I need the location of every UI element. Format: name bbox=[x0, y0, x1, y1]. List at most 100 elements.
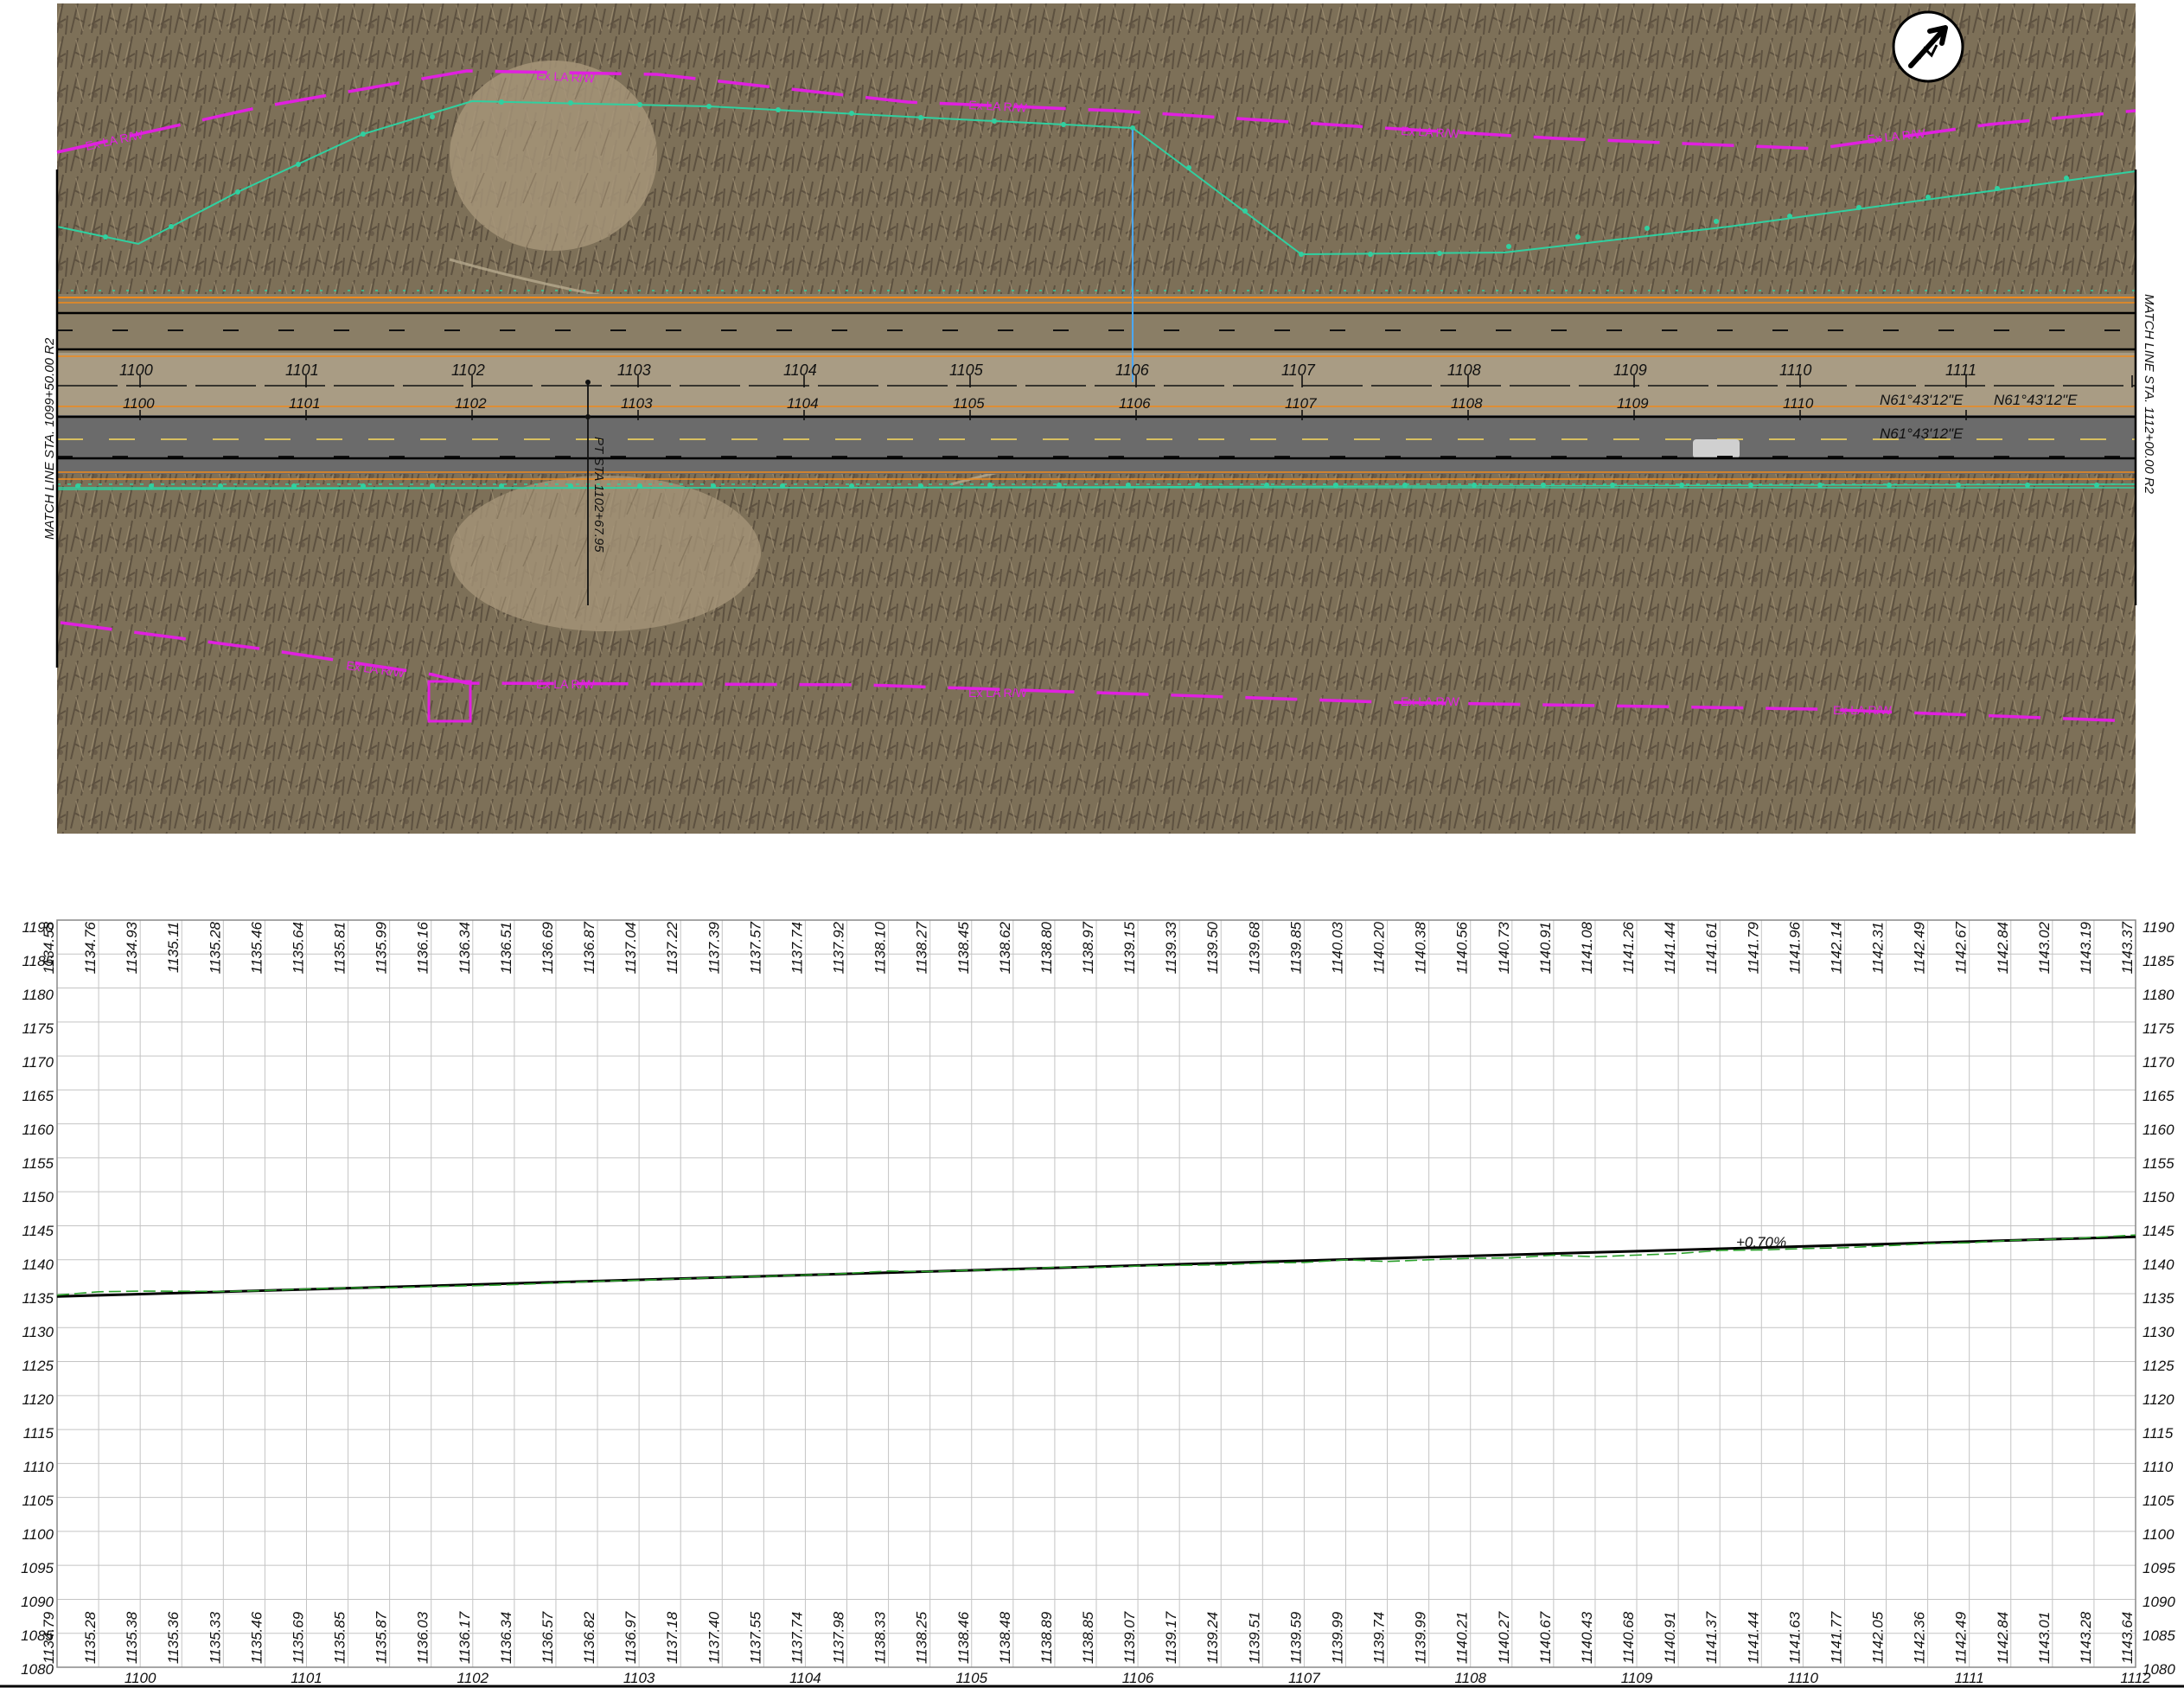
profile-view: 1190 1185 1180 1175 1170 1165 1160 1155 … bbox=[0, 919, 2184, 1688]
elevation-tick: 1145 bbox=[22, 1223, 54, 1239]
proposed-elevation-label: 1143.37 bbox=[2119, 921, 2136, 974]
station-label: 1106 bbox=[1119, 395, 1151, 412]
row-label: Ex LA R/W bbox=[536, 68, 596, 86]
proposed-elevation-label: 1135.46 bbox=[248, 921, 265, 974]
existing-elevation-label: 1140.68 bbox=[1620, 1611, 1637, 1664]
proposed-elevation-label: 1141.44 bbox=[1662, 922, 1678, 974]
proposed-elevation-label: 1140.38 bbox=[1413, 921, 1429, 974]
pt-station-point bbox=[585, 414, 591, 419]
station-label: 1107 bbox=[1281, 361, 1316, 379]
bearing-labels: N61°43'12"E N61°43'12"E N61°43'12"E bbox=[1880, 392, 2078, 442]
ditch-strip bbox=[57, 294, 2136, 353]
existing-elevation-label: 1142.84 bbox=[1995, 1612, 2011, 1664]
elevation-tick: 1155 bbox=[2142, 1155, 2174, 1172]
elevation-tick: 1155 bbox=[22, 1155, 54, 1172]
match-line-right-label: MATCH LINE STA. 1112+00.00 R2 bbox=[2142, 294, 2156, 495]
shoulder-strip bbox=[57, 353, 2136, 415]
existing-elevation-label: 1135.36 bbox=[165, 1611, 182, 1664]
proposed-elevation-label: 1142.84 bbox=[1995, 922, 2011, 974]
elevation-tick: 1110 bbox=[2142, 1459, 2174, 1475]
proposed-elevation-label: 1136.16 bbox=[415, 921, 431, 974]
existing-elevation-label: 1141.44 bbox=[1745, 1612, 1761, 1664]
proposed-elevation-label: 1134.93 bbox=[124, 921, 140, 974]
existing-elevation-label: 1139.51 bbox=[1246, 1612, 1262, 1664]
elevation-tick: 1140 bbox=[22, 1256, 54, 1273]
clearing-area bbox=[450, 476, 761, 631]
proposed-elevation-label: 1139.85 bbox=[1287, 921, 1304, 974]
profile-station-label: 1108 bbox=[1454, 1670, 1486, 1686]
elevation-tick: 1110 bbox=[23, 1459, 54, 1475]
elevation-tick: 1135 bbox=[2142, 1290, 2174, 1307]
station-label: 1110 bbox=[1783, 395, 1814, 412]
elevation-tick: 1165 bbox=[2142, 1088, 2174, 1104]
bearing-label: N61°43'12"E bbox=[1880, 392, 1964, 408]
proposed-elevation-label: 1135.11 bbox=[165, 922, 182, 973]
existing-elevation-label: 1139.74 bbox=[1371, 1612, 1388, 1664]
elevation-tick: 1190 bbox=[22, 919, 54, 936]
proposed-elevation-label: 1139.50 bbox=[1204, 921, 1221, 974]
station-labels-lower: 1100 1101 1102 1103 1104 1105 1106 1107 … bbox=[123, 395, 1814, 412]
existing-elevation-label: 1136.57 bbox=[540, 1611, 556, 1664]
existing-elevation-label: 1135.85 bbox=[332, 1611, 348, 1664]
elevation-tick: 1180 bbox=[22, 987, 54, 1003]
proposed-elevation-label: 1138.97 bbox=[1080, 921, 1096, 974]
elevation-tick: 1090 bbox=[21, 1594, 54, 1610]
proposed-elevation-label: 1139.15 bbox=[1121, 921, 1138, 974]
elevation-tick: 1165 bbox=[22, 1088, 54, 1104]
roadway-pavement bbox=[57, 415, 2136, 474]
station-label: 1102 bbox=[455, 395, 487, 412]
elevation-tick: 1185 bbox=[22, 953, 54, 969]
existing-elevation-label: 1141.37 bbox=[1703, 1611, 1720, 1664]
proposed-elevation-label: 1135.28 bbox=[207, 921, 223, 974]
proposed-elevation-label: 1138.45 bbox=[955, 921, 972, 974]
bearing-label: N61°43'12"E bbox=[1994, 392, 2078, 408]
profile-station-label: 1104 bbox=[789, 1670, 821, 1686]
proposed-elevation-label: 1134.76 bbox=[82, 921, 99, 974]
elevation-tick: 1080 bbox=[2142, 1661, 2175, 1678]
profile-station-label: 1106 bbox=[1122, 1670, 1154, 1686]
existing-elevation-label: 1137.74 bbox=[789, 1612, 805, 1664]
profile-series bbox=[56, 1234, 2136, 1298]
elevation-tick: 1130 bbox=[22, 1324, 54, 1340]
existing-elevation-label: 1137.40 bbox=[706, 1611, 722, 1664]
existing-elevation-label: 1139.99 bbox=[1329, 1611, 1345, 1664]
proposed-elevation-label: 1141.26 bbox=[1620, 921, 1637, 974]
elevation-tick: 1120 bbox=[2142, 1391, 2174, 1408]
existing-elevation-label: 1138.48 bbox=[997, 1611, 1013, 1664]
proposed-elevation-label: 1137.04 bbox=[623, 922, 639, 974]
proposed-elevation-label: 1140.20 bbox=[1371, 921, 1388, 974]
existing-elevation-label: 1141.77 bbox=[1828, 1611, 1844, 1664]
existing-elevation-label: 1134.79 bbox=[41, 1611, 57, 1664]
elevation-tick: 1135 bbox=[22, 1290, 54, 1307]
proposed-elevation-label: 1140.03 bbox=[1329, 921, 1345, 974]
station-label: 1105 bbox=[949, 361, 984, 379]
existing-elevation-label: 1139.99 bbox=[1413, 1611, 1429, 1664]
existing-elevation-label: 1140.67 bbox=[1537, 1611, 1554, 1664]
elevation-tick: 1105 bbox=[2142, 1493, 2174, 1509]
proposed-elevation-label: 1137.74 bbox=[789, 922, 805, 974]
plan-view: Ex LA R/W Ex LA R/W Ex LA R/W Ex LA R/W … bbox=[42, 3, 2156, 834]
elevation-tick: 1125 bbox=[22, 1358, 54, 1374]
station-label: 1109 bbox=[1617, 395, 1649, 412]
proposed-elevation-label: 1142.31 bbox=[1870, 922, 1887, 974]
proposed-elevation-label: 1140.73 bbox=[1496, 921, 1512, 974]
proposed-elevation-label: 1137.92 bbox=[831, 921, 847, 974]
elevation-tick: 1160 bbox=[2142, 1122, 2174, 1138]
elevation-tick: 1105 bbox=[22, 1493, 54, 1509]
station-label: 1104 bbox=[787, 395, 819, 412]
existing-points bbox=[75, 99, 2099, 489]
existing-elevation-label: 1135.69 bbox=[290, 1611, 306, 1664]
row-label: Ex LA R/W bbox=[968, 686, 1027, 700]
elevation-tick: 1120 bbox=[22, 1391, 54, 1408]
existing-elevation-label: 1138.85 bbox=[1080, 1611, 1096, 1664]
existing-elevation-label: 1140.91 bbox=[1662, 1612, 1678, 1664]
pt-station-point bbox=[585, 380, 591, 385]
station-label: 1102 bbox=[451, 361, 485, 379]
profile-station-label: 1109 bbox=[1621, 1670, 1653, 1686]
station-label: 1111 bbox=[1945, 361, 1976, 379]
station-labels-upper: 1100 1101 1102 1103 1104 1105 1106 1107 … bbox=[119, 361, 1976, 379]
row-label: Ex LA R/W bbox=[1833, 703, 1892, 717]
grade-label: +0.70% bbox=[1736, 1234, 1786, 1250]
